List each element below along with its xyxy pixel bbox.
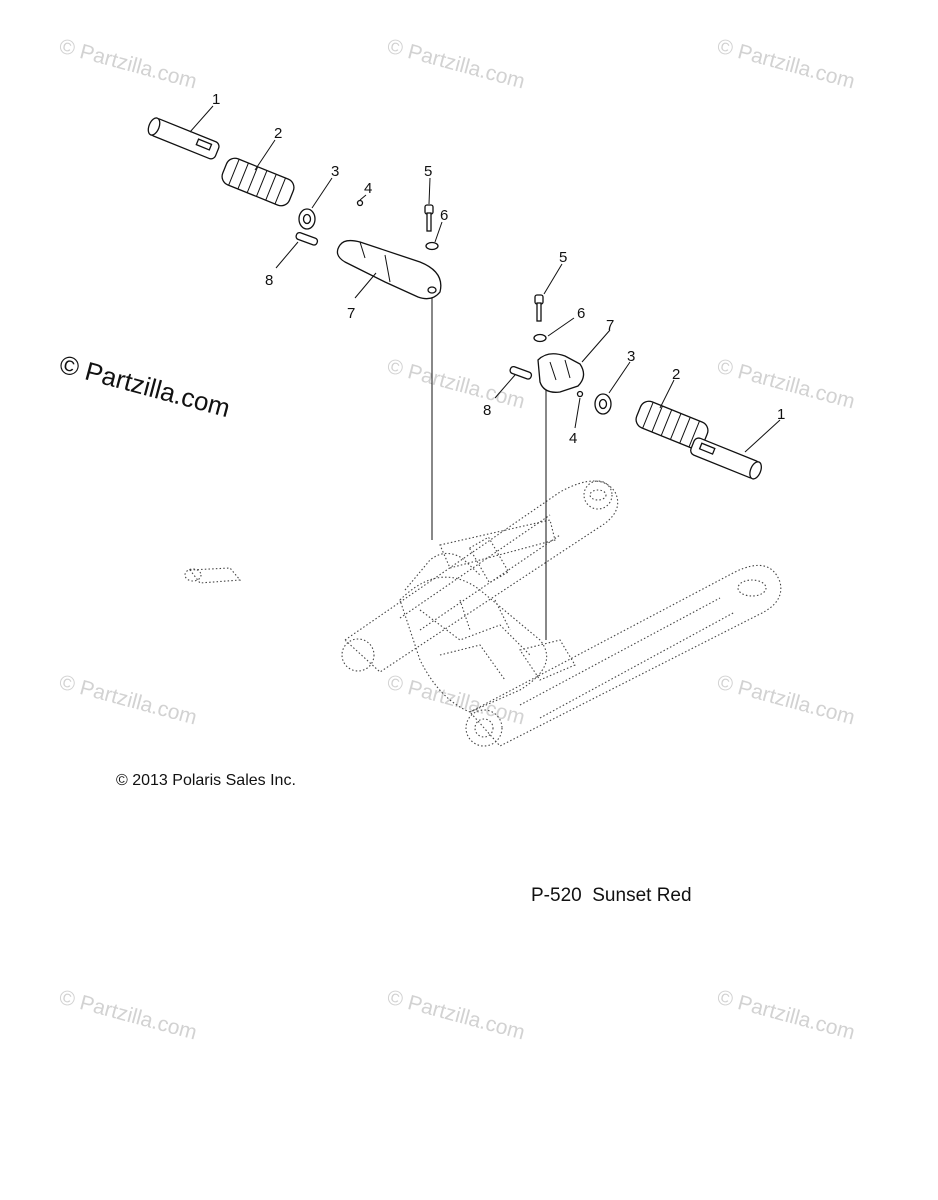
copyright-text: © 2013 Polaris Sales Inc. [116, 772, 296, 789]
leader-lines [189, 105, 781, 453]
watermark: © Partzilla.com [715, 355, 858, 414]
callout-7-right: 7 [606, 317, 614, 334]
watermark: © Partzilla.com [715, 986, 858, 1045]
watermark: © Partzilla.com [57, 35, 200, 94]
callout-6-left: 6 [440, 207, 448, 224]
watermark: © Partzilla.com [715, 671, 858, 730]
watermark: © Partzilla.com [57, 671, 200, 730]
clevis-pin-right [509, 365, 533, 380]
paint-code-text: P-520 Sunset Red [531, 885, 692, 906]
swingarm [184, 480, 782, 747]
watermark: © Partzilla.com [385, 986, 528, 1045]
footrest-rubber-right [635, 400, 709, 450]
callout-5-right: 5 [559, 249, 567, 266]
callout-1-left: 1 [212, 91, 220, 108]
bolt-right [534, 294, 544, 322]
right-footrest-assembly [509, 294, 762, 480]
watermark: © Partzilla.com [385, 355, 528, 414]
watermark: © Partzilla.com [385, 671, 528, 730]
left-footrest-assembly [147, 117, 442, 300]
watermark: © Partzilla.com [385, 35, 528, 94]
callout-2-left: 2 [274, 125, 282, 142]
footrest-bracket-left [336, 239, 442, 300]
callout-3-left: 3 [331, 163, 339, 180]
callout-7-left: 7 [347, 305, 355, 322]
callout-numbers: 1 2 3 4 5 6 7 8 5 6 7 3 2 1 8 4 [212, 91, 785, 447]
callout-5-left: 5 [424, 163, 432, 180]
watermark: © Partzilla.com [715, 35, 858, 94]
cotter-pin-left [356, 199, 364, 207]
partzilla-watermark-main: © Partzilla.com [56, 349, 233, 423]
callout-8-right: 8 [483, 402, 491, 419]
callout-4-right: 4 [569, 430, 577, 447]
footrest-pin-right [690, 437, 762, 480]
callout-4-left: 4 [364, 180, 372, 197]
watermark-grid: © Partzilla.com © Partzilla.com © Partzi… [57, 35, 858, 1045]
callout-3-right: 3 [627, 348, 635, 365]
callout-6-right: 6 [577, 305, 585, 322]
watermark: © Partzilla.com [57, 986, 200, 1045]
small-washer-right [533, 333, 547, 343]
callout-8-left: 8 [265, 272, 273, 289]
clevis-pin-left [295, 231, 319, 246]
footrest-rubber-left [221, 157, 295, 207]
footrest-bracket-right [537, 353, 585, 393]
footrest-pin-left [147, 117, 220, 160]
callout-2-right: 2 [672, 366, 680, 383]
callout-1-right: 1 [777, 406, 785, 423]
cotter-pin-right [576, 390, 584, 398]
bolt-left [424, 204, 434, 232]
small-washer-left [425, 241, 439, 251]
